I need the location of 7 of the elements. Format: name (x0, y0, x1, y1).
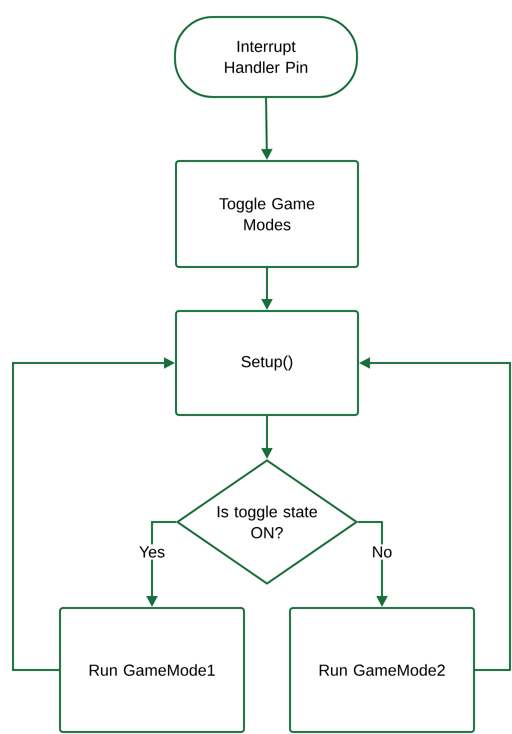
process-box: Toggle Game Modes (175, 160, 359, 268)
terminal-box: Interrupt Handler Pin (174, 16, 358, 98)
process-box: Setup() (175, 310, 359, 416)
process-box: Run GameMode2 (289, 607, 475, 733)
edge-label: No (370, 544, 394, 560)
edge-label: Yes (136, 544, 168, 560)
process-box: Run GameMode1 (59, 607, 245, 733)
